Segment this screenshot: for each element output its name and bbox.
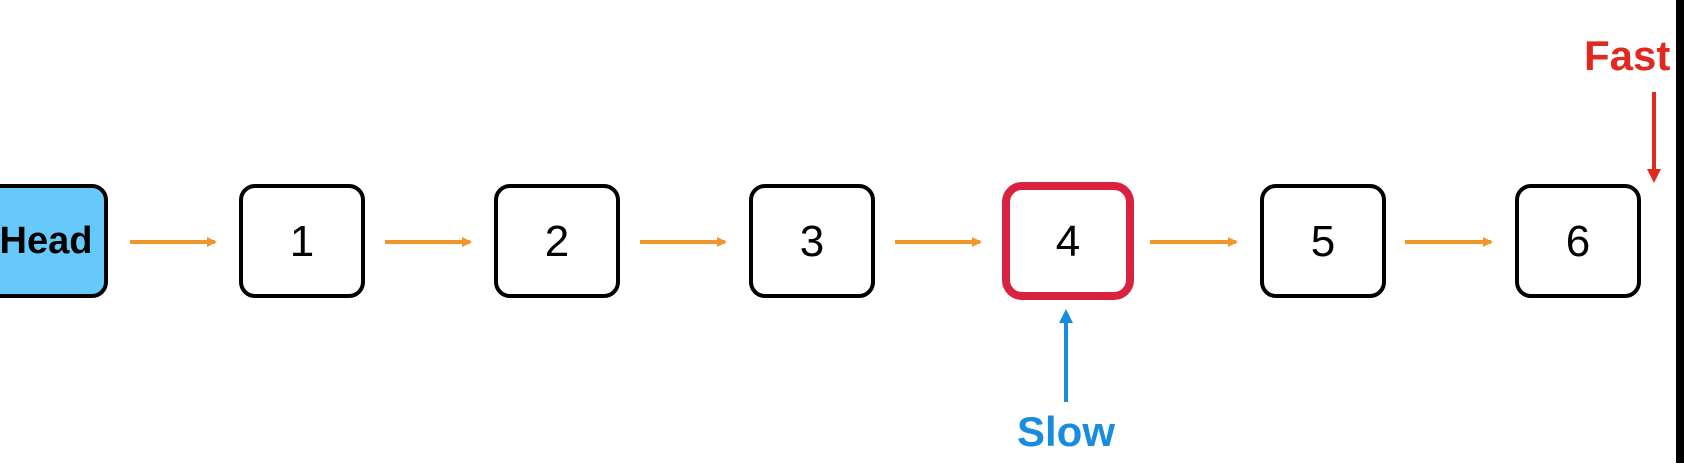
head-node-label: Head bbox=[0, 220, 92, 262]
list-node-5: 5 bbox=[1260, 184, 1386, 298]
head-node-box bbox=[0, 184, 108, 298]
head-node: Head bbox=[0, 184, 108, 298]
list-node-box bbox=[494, 184, 620, 298]
list-node-3: 3 bbox=[749, 184, 875, 298]
list-node-6: 6 bbox=[1515, 184, 1641, 298]
list-node-label: 1 bbox=[290, 217, 314, 266]
list-node-1: 1 bbox=[239, 184, 365, 298]
list-node-label: 2 bbox=[545, 217, 569, 266]
list-node-box bbox=[1260, 184, 1386, 298]
list-node-box bbox=[749, 184, 875, 298]
list-node-label: 5 bbox=[1311, 217, 1335, 266]
list-node-2: 2 bbox=[494, 184, 620, 298]
list-node-4-highlighted: 4 bbox=[1002, 182, 1134, 300]
list-node-box bbox=[239, 184, 365, 298]
fast-pointer-label: Fast bbox=[1584, 32, 1670, 79]
list-node-box-highlighted bbox=[1002, 182, 1134, 300]
slow-pointer-label: Slow bbox=[1017, 408, 1115, 455]
fast-pointer: Fast bbox=[1584, 32, 1670, 183]
list-node-box bbox=[1515, 184, 1641, 298]
list-node-label: 4 bbox=[1056, 217, 1080, 266]
list-node-label: 3 bbox=[800, 217, 824, 266]
slow-pointer: Slow bbox=[1017, 309, 1115, 455]
list-node-label: 6 bbox=[1566, 217, 1590, 266]
right-edge-bar bbox=[1676, 0, 1684, 463]
